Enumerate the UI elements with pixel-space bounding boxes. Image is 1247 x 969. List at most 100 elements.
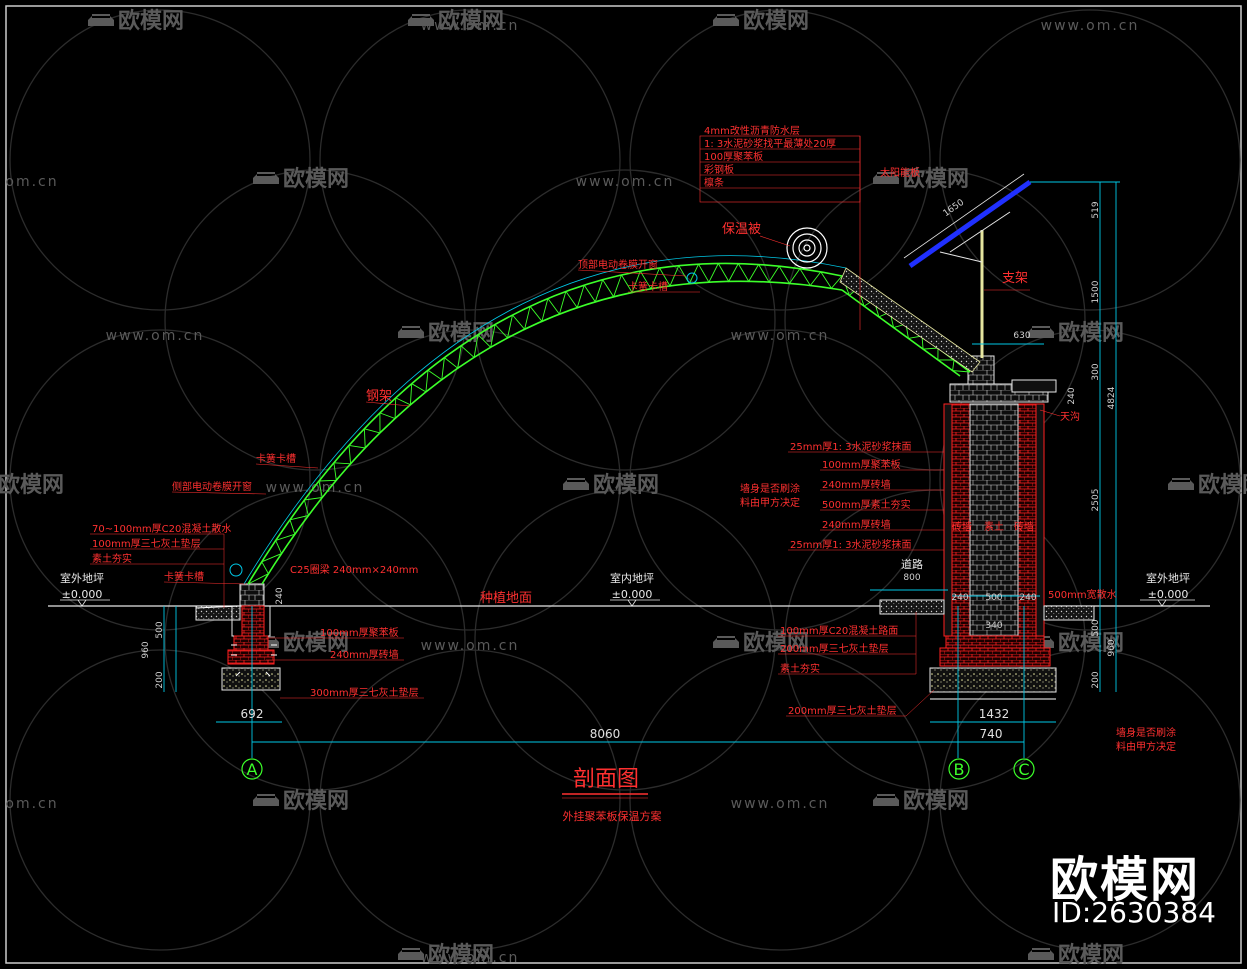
ground-labels: 室外地坪 ±0.000 室内地坪 ±0.000 室外地坪 ±0.000 种植地面… [60,557,1190,606]
watermark-layer: 欧模网欧模网欧模网欧模网欧模网欧模网欧模网欧模网欧模网欧模网欧模网欧模网欧模网欧… [0,8,1247,968]
svg-text:顶部电动卷膜开窗: 顶部电动卷膜开窗 [578,258,658,271]
watermark-brand-text: 欧模网 [903,166,969,192]
watermark-logo: 欧模网 [713,630,809,656]
watermark-logo: 欧模网 [873,166,969,192]
watermark-brand-text: 欧模网 [428,942,494,968]
watermark-circle [939,649,1241,951]
watermark-circle [474,169,776,471]
watermark-circle [629,9,931,311]
watermark-brand-text: 欧模网 [283,630,349,656]
svg-text:卡簧卡槽: 卡簧卡槽 [164,570,204,583]
dim-h-1500: 1500 [1091,280,1101,303]
north-wall [879,355,1095,700]
watermark-logo: 欧模网 [1028,942,1124,968]
watermark-url: www.om.cn [1041,18,1140,34]
sofa-icon [1028,326,1054,338]
svg-text:素土: 素土 [984,520,1004,533]
watermark-url: www.om.cn [106,328,205,344]
svg-text:卡簧卡槽: 卡簧卡槽 [628,280,668,293]
svg-text:100厚聚苯板: 100厚聚苯板 [704,150,763,163]
watermark-circle [319,9,621,311]
annotation-callouts: 保温被 顶部电动卷膜开窗 卡簧卡槽 钢架 卡簧卡槽 侧部电动卷膜开窗 卡簧卡槽 … [163,166,1176,753]
dim-h-500-right: 500 [1091,619,1101,636]
svg-text:室外地坪: 室外地坪 [1146,571,1190,585]
sofa-icon [1028,948,1054,960]
svg-text:100mm厚三七灰土垫层: 100mm厚三七灰土垫层 [92,537,201,550]
svg-text:500mm厚素土夯实: 500mm厚素土夯实 [822,498,911,511]
watermark-circle [319,649,621,951]
dim-h-960-right: 960 [1107,639,1117,656]
svg-text:砖墙: 砖墙 [952,520,972,533]
watermark-circle [164,169,466,471]
svg-text:支架: 支架 [1002,271,1028,286]
svg-text:保温被: 保温被 [722,222,761,237]
watermark-url: www.om.cn [576,174,675,190]
svg-text:100mm厚聚苯板: 100mm厚聚苯板 [320,626,399,639]
dim-right-base: 1432 [979,707,1010,721]
dim-h-500-left: 500 [155,621,165,638]
dim-h-240: 240 [1067,387,1077,404]
svg-text:种植地面: 种植地面 [480,591,532,606]
watermark-circle [939,9,1241,311]
left-footing [195,583,281,691]
dim-span: 8060 [590,727,621,741]
svg-text:±0.000: ±0.000 [1148,588,1189,601]
watermark-circle [629,649,931,951]
dim-h-519: 519 [1091,201,1101,218]
svg-text:C25圈梁 240mm×240mm: C25圈梁 240mm×240mm [290,563,418,576]
dim-h-200-right: 200 [1091,671,1101,688]
svg-text:素土夯实: 素土夯实 [92,552,132,565]
watermark-logo: 欧模网 [253,166,349,192]
watermark-circle [9,329,311,631]
svg-text:±0.000: ±0.000 [62,588,103,601]
sofa-icon [713,636,739,648]
svg-text:道路: 道路 [901,557,923,571]
svg-text:料由甲方决定: 料由甲方决定 [1116,740,1176,753]
svg-text:卡簧卡槽: 卡簧卡槽 [256,452,296,465]
dim-h-240-left: 240 [275,587,285,604]
sofa-icon [563,478,589,490]
svg-text:240mm厚砖墙: 240mm厚砖墙 [330,648,399,661]
axis-b-label: B [954,760,965,779]
watermark-logo: 欧模网 [408,8,504,34]
watermark-logo: 欧模网 [1028,630,1124,656]
watermark-url: www.om.cn [421,18,520,34]
svg-text:彩钢板: 彩钢板 [704,163,734,176]
svg-text:240mm厚砖墙: 240mm厚砖墙 [822,518,891,531]
svg-text:墙身是否刷涂: 墙身是否刷涂 [740,482,800,495]
brand-logo-text: 欧模网 [1050,852,1201,908]
svg-text:±0.000: ±0.000 [612,588,653,601]
svg-text:70~100mm厚C20混凝土散水: 70~100mm厚C20混凝土散水 [92,522,231,535]
svg-text:100mm厚聚苯板: 100mm厚聚苯板 [822,458,901,471]
watermark-brand-text: 欧模网 [438,8,504,34]
axis-a-bubble [241,758,263,780]
svg-text:墙身是否刷涂: 墙身是否刷涂 [1116,726,1176,739]
roof-layers-callout: 4mm改性沥青防水层 1: 3水泥砂浆找平最薄处20厚 100厚聚苯板 彩钢板 … [699,124,861,330]
dim-h-4824: 4824 [1107,386,1117,409]
dim-wall-240b: 240 [1019,593,1036,603]
left-base-callout: 70~100mm厚C20混凝土散水 100mm厚三七灰土垫层 素土夯实 100m… [90,522,424,699]
brand-id: ID:2630384 [1052,896,1216,929]
drawing-border [5,5,1242,964]
axis-markers [241,758,1035,780]
sofa-icon [1168,478,1194,490]
watermark-logo: 欧模网 [1028,320,1124,346]
svg-text:1: 3水泥砂浆找平最薄处20厚: 1: 3水泥砂浆找平最薄处20厚 [704,137,836,150]
sofa-icon [398,948,424,960]
watermark-url: www.om.cn [421,638,520,654]
watermark-brand-text: 欧模网 [283,166,349,192]
dim-road-width: 800 [903,573,920,583]
watermark-logo: 欧模网 [563,472,659,498]
solar-panel [903,173,1032,358]
sofa-icon [873,794,899,806]
watermark-circle [474,489,776,791]
watermark-logo: 欧模网 [0,472,64,498]
dim-wall-340: 340 [985,621,1002,631]
svg-text:钢架: 钢架 [366,389,392,404]
watermark-brand-text: 欧模网 [1058,320,1124,346]
axis-b-bubble [948,758,970,780]
drawing-title: 剖面图 [573,767,639,792]
dimension-lines [163,181,1120,758]
dim-h-200-left: 200 [155,671,165,688]
